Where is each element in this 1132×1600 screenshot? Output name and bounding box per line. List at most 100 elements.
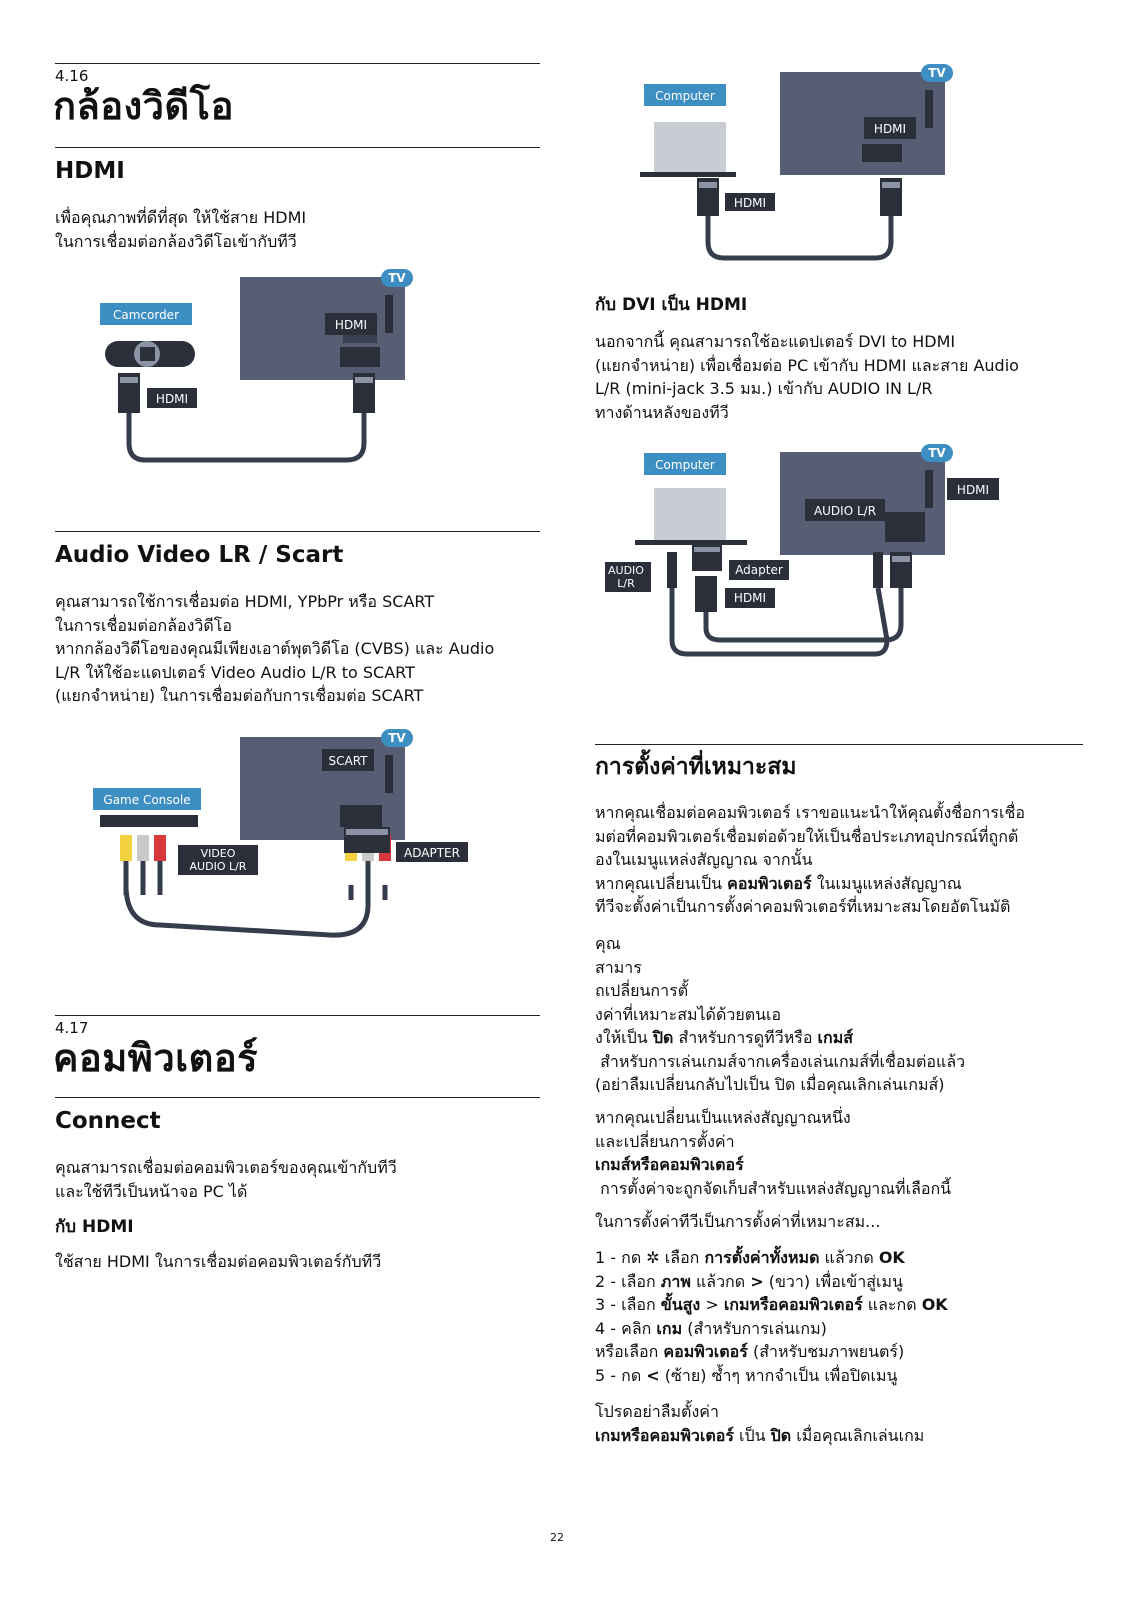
text-line: การตั้งค่าจะถูกจัดเก็บสำหรับแหล่งสัญญาณท…	[595, 1178, 952, 1198]
section-number: 4.17	[55, 1019, 89, 1037]
section-rule	[55, 63, 540, 64]
subsection-heading-hdmi: HDMI	[55, 158, 125, 184]
subsection-rule	[55, 147, 540, 148]
cable-label: HDMI	[734, 196, 766, 210]
hdmi-cable	[126, 413, 367, 463]
cable-label: HDMI	[156, 392, 188, 406]
av-cable	[123, 861, 388, 938]
text-line: ทีวีจะตั้งค่าเป็นการตั้งค่าคอมพิวเตอร์ที…	[595, 897, 1011, 916]
ideal-paragraph-3: หากคุณเปลี่ยนเป็นแหล่งสัญญาณหนึ่ง และเปล…	[595, 1106, 1085, 1200]
tv-badge	[921, 444, 953, 462]
video-label: VIDEO	[201, 847, 236, 860]
chevron-left-icon: <	[646, 1365, 660, 1385]
av-paragraph: คุณสามารถใช้การเชื่อมต่อ HDMI, YPbPr หรื…	[55, 590, 494, 708]
text-line: คุณสามารถเชื่อมต่อคอมพิวเตอร์ของคุณเข้าก…	[55, 1158, 397, 1177]
chapter-title: คอมพิวเตอร์	[53, 1036, 259, 1080]
text-line: โปรดอย่าลืมตั้งค่า	[595, 1402, 719, 1421]
tv-badge	[381, 729, 413, 747]
adapter-label-box	[396, 842, 468, 862]
page-number: 22	[550, 1531, 564, 1544]
video-audio-label-box	[178, 845, 258, 875]
text-line: (แยกจำหน่าย) เพื่อเชื่อมต่อ PC เข้ากับ H…	[595, 355, 1019, 375]
ideal-paragraph-4: ในการตั้งค่าทีวีเป็นการตั้งค่าที่เหมาะสม…	[595, 1212, 881, 1231]
subsection-heading-connect: Connect	[55, 1108, 161, 1134]
with-dvi-heading: กับ DVI เป็น HDMI	[595, 295, 748, 315]
step-4: 4 - คลิก เกม (สำหรับการเล่นเกม)	[595, 1318, 827, 1338]
dvi-hdmi-diagram: TV AUDIO L/R HDMI Computer AUDIO L/R Ada…	[605, 444, 999, 657]
text-line: คุณสามารถใช้การเชื่อมต่อ HDMI, YPbPr หรื…	[55, 592, 435, 611]
cables	[669, 587, 904, 657]
device-label: Game Console	[103, 793, 190, 807]
text-line: สำหรับการเล่นเกมส์จากเครื่องเล่นเกมส์ที่…	[595, 1051, 966, 1071]
text-line: นอกจากนี้ คุณสามารถใช้อะแดปเตอร์ DVI to …	[595, 332, 956, 351]
section-rule	[55, 1015, 540, 1016]
hdmi-plug	[695, 576, 717, 612]
ideal-paragraph-5: โปรดอย่าลืมตั้งค่า เกมหรือคอมพิวเตอร์ เป…	[595, 1400, 1085, 1447]
text-line: หากคุณเปลี่ยนเป็นแหล่งสัญญาณหนึ่ง	[595, 1108, 851, 1127]
text-line: งให้เป็น ปิด สำหรับการดูทีวีหรือ เกมส์	[595, 1028, 853, 1047]
text-line: คุณ	[595, 934, 621, 953]
cable-label-box	[725, 588, 775, 608]
cable-label: HDMI	[734, 591, 766, 605]
text-line: สามาร	[595, 957, 642, 977]
device-label-box	[100, 303, 192, 325]
tv-label: TV	[928, 446, 946, 460]
scart-diagram: TV SCART Game Console VIDEO AUDIO L/R AD…	[93, 729, 468, 938]
hdmi-paragraph: เพื่อคุณภาพที่ดีที่สุด ให้ใช้สาย HDMI ใน…	[55, 206, 306, 253]
tv-shape	[240, 277, 405, 380]
tv-port-label: SCART	[329, 754, 369, 768]
computer-monitor	[654, 488, 726, 540]
step-4b: หรือเลือก คอมพิวเตอร์ (สำหรับชมภาพยนตร์)	[595, 1342, 905, 1361]
tv-badge	[381, 269, 413, 287]
with-hdmi-heading: กับ HDMI	[55, 1217, 134, 1237]
console-shape	[100, 815, 198, 827]
tv-port-label: HDMI	[874, 122, 906, 136]
with-hdmi-text: ใช้สาย HDMI ในการเชื่อมต่อคอมพิวเตอร์กับ…	[55, 1252, 382, 1271]
tv-label: TV	[388, 731, 406, 745]
step-2: 2 - เลือก ภาพ แล้วกด > (ขวา) เพื่อเข้าสู…	[595, 1271, 903, 1291]
text-line: เกมส์หรือคอมพิวเตอร์	[595, 1155, 744, 1174]
adapter-label: ADAPTER	[404, 846, 460, 860]
text-line: หากกล้องวิดีโอของคุณมีเพียงเอาต์พุตวิดีโ…	[55, 639, 495, 658]
subsection-heading-ideal: การตั้งค่าที่เหมาะสม	[595, 754, 797, 780]
ideal-paragraph-2: คุณ สามาร ถเปลี่ยนการตั้ งค่าที่เหมาะสมไ…	[595, 932, 1085, 1097]
audio-label: AUDIO	[608, 564, 644, 577]
text-line: L/R (mini-jack 3.5 มม.) เข้ากับ AUDIO IN…	[595, 379, 933, 398]
hdmi-port-label-box	[864, 117, 916, 139]
with-dvi-paragraph: นอกจากนี้ คุณสามารถใช้อะแดปเตอร์ DVI to …	[595, 330, 1019, 424]
chapter-title: กล้องวิดีโอ	[53, 84, 234, 128]
minijack-plug	[873, 552, 883, 588]
computer-hdmi-diagram: TV HDMI Computer HDMI	[640, 64, 953, 261]
step-1: 1 - กด ✲ เลือก การตั้งค่าทั้งหมด แล้วกด …	[595, 1248, 905, 1267]
device-label-box	[644, 453, 726, 475]
device-label-box	[93, 788, 201, 810]
text-line: ทางด้านหลังของทีวี	[595, 402, 729, 422]
hdmi-port-label-box	[947, 478, 999, 500]
connect-paragraph: คุณสามารถเชื่อมต่อคอมพิวเตอร์ของคุณเข้าก…	[55, 1156, 397, 1203]
adapter-label-box	[729, 560, 789, 580]
text-line: เพื่อคุณภาพที่ดีที่สุด ให้ใช้สาย HDMI	[55, 208, 307, 227]
device-label: Computer	[655, 89, 715, 103]
device-label-box	[644, 84, 726, 106]
hdmi-cable	[705, 216, 894, 261]
chevron-right-icon: >	[750, 1271, 764, 1291]
camcorder-hdmi-diagram: TV HDMI Camcorder HDMI	[100, 269, 413, 463]
steps-list: 1 - กด ✲ เลือก การตั้งค่าทั้งหมด แล้วกด …	[595, 1246, 1085, 1387]
subsection-rule	[55, 1097, 540, 1098]
step-3: 3 - เลือก ขั้นสูง > เกมหรือคอมพิวเตอร์ แ…	[595, 1295, 948, 1314]
text-line: L/R ให้ใช้อะแดปเตอร์ Video Audio L/R to …	[55, 662, 415, 682]
section-number: 4.16	[55, 67, 89, 85]
cable-label-box	[725, 193, 775, 211]
tv-badge	[921, 64, 953, 82]
text-line: (อย่าลืมเปลี่ยนกลับไปเป็น ปิด เมื่อคุณเล…	[595, 1075, 945, 1094]
text-line: งค่าที่เหมาะสมได้ด้วยตนเอ	[595, 1004, 782, 1024]
text-line: หากคุณเชื่อมต่อคอมพิวเตอร์ เราขอแนะนำให้…	[595, 803, 1025, 822]
text-line: ในการเชื่อมต่อกล้องวิดีโอเข้ากับทีวี	[55, 231, 297, 251]
device-label: Computer	[655, 458, 715, 472]
hdmi-port-label-box	[325, 313, 377, 335]
computer-monitor	[654, 122, 726, 172]
audio-label: AUDIO L/R	[190, 860, 247, 873]
adapter-label: Adapter	[735, 563, 783, 577]
cable-label-box	[147, 388, 197, 408]
tv-label: TV	[388, 271, 406, 285]
